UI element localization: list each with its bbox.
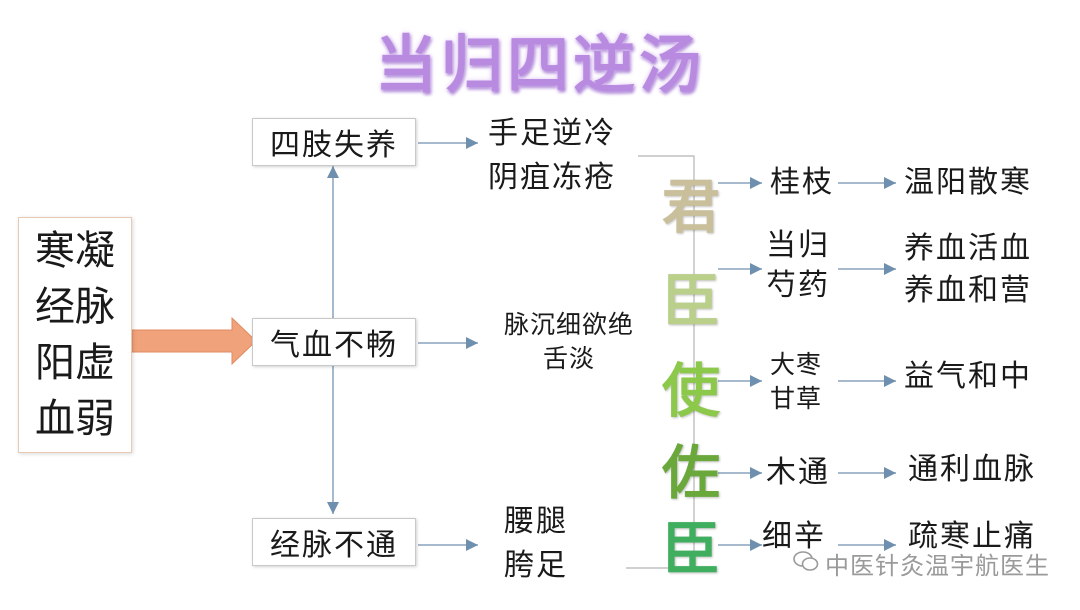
effect-dazao-gancao: 益气和中 bbox=[904, 359, 1032, 394]
bracket-line bbox=[626, 155, 695, 569]
mechanism-middle-box: 气血不畅 bbox=[252, 318, 416, 366]
role-chen: 臣 bbox=[662, 267, 721, 335]
symptom-line: 胯足 bbox=[504, 548, 568, 583]
cause-box: 寒凝 经脉 阳虚 血弱 bbox=[18, 217, 132, 453]
herb-danggui-shaoyao: 当归 芍药 bbox=[766, 226, 830, 306]
watermark: 中医针灸温宇航医生 bbox=[793, 546, 1050, 581]
role-shi: 使 bbox=[662, 357, 721, 425]
symptom-line: 手足逆冷 bbox=[488, 116, 616, 151]
symptom-bottom: 腰腿 胯足 bbox=[504, 500, 568, 588]
herb-mutong: 木通 bbox=[766, 455, 830, 490]
cause-line: 血弱 bbox=[35, 396, 115, 442]
diagram-title: 当归四逆汤 bbox=[374, 28, 705, 101]
symptom-line: 舌淡 bbox=[542, 344, 595, 373]
symptom-line: 阴疽冻疮 bbox=[488, 160, 616, 195]
symptom-line: 脉沉细欲绝 bbox=[503, 310, 634, 339]
herb-xixin: 细辛 bbox=[762, 519, 826, 554]
cause-line: 寒凝 bbox=[35, 228, 115, 274]
herb-line: 大枣 bbox=[770, 350, 823, 379]
cause-arrow bbox=[131, 316, 257, 366]
mechanism-bottom-box: 经脉不通 bbox=[252, 518, 416, 566]
wechat-icon bbox=[793, 550, 819, 578]
effect-danggui-shaoyao: 养血活血 养血和营 bbox=[904, 228, 1032, 312]
herb-line: 芍药 bbox=[766, 268, 830, 303]
herb-line: 甘草 bbox=[770, 384, 823, 413]
cause-line: 经脉 bbox=[35, 284, 115, 330]
role-jun: 君 bbox=[662, 173, 721, 241]
herb-dazao-gancao: 大枣 甘草 bbox=[770, 348, 822, 416]
symptom-middle: 脉沉细欲绝 舌淡 bbox=[494, 308, 644, 376]
mechanism-top-box: 四肢失养 bbox=[252, 118, 416, 166]
cause-line: 阳虚 bbox=[35, 340, 115, 386]
effect-line: 养血和营 bbox=[904, 273, 1032, 308]
effect-line: 养血活血 bbox=[904, 231, 1032, 266]
role-zuo: 佐 bbox=[662, 439, 721, 507]
role-chen-2: 臣 bbox=[662, 515, 721, 583]
effect-mutong: 通利血脉 bbox=[908, 452, 1036, 487]
effect-xixin: 疏寒止痛 bbox=[908, 519, 1036, 554]
herb-line: 当归 bbox=[766, 228, 830, 263]
symptom-line: 腰腿 bbox=[504, 504, 568, 539]
watermark-text: 中医针灸温宇航医生 bbox=[825, 552, 1050, 580]
symptom-top: 手足逆冷 阴疽冻疮 bbox=[488, 112, 616, 200]
effect-guizhi: 温阳散寒 bbox=[904, 165, 1032, 200]
herb-guizhi: 桂枝 bbox=[770, 165, 834, 200]
